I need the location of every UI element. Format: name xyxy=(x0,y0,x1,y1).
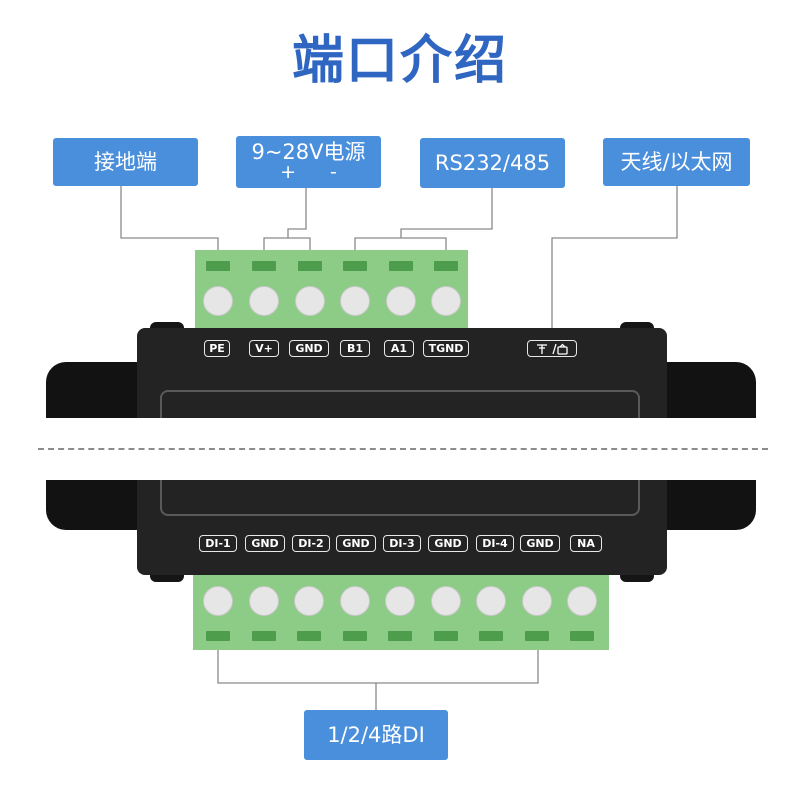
terminal-label-di-1: DI-1 xyxy=(199,535,237,552)
screw-hole xyxy=(385,586,415,616)
antenna-ethernet-icon xyxy=(537,343,568,355)
screw-hole xyxy=(249,586,279,616)
antenna-callout-label: 天线/以太网 xyxy=(620,149,733,174)
screw-hole xyxy=(294,586,324,616)
di-callout: 1/2/4路DI xyxy=(304,710,448,760)
top-terminal-block xyxy=(195,250,468,330)
screw-hole xyxy=(340,286,370,316)
terminal-label-gnd: GND xyxy=(245,535,285,552)
screw-hole xyxy=(203,286,233,316)
terminal-label-gnd: GND xyxy=(289,340,329,357)
power-callout-label: 9~28V电源 xyxy=(251,140,366,164)
terminal-label-gnd: GND xyxy=(428,535,468,552)
ground-callout-label: 接地端 xyxy=(94,149,157,174)
terminal-pin xyxy=(479,631,503,641)
terminal-pin xyxy=(206,631,230,641)
terminal-label-di-2: DI-2 xyxy=(292,535,330,552)
terminal-pin xyxy=(252,261,276,271)
screw-hole xyxy=(567,586,597,616)
screw-hole xyxy=(522,586,552,616)
antenna-ethernet-port-label xyxy=(527,340,577,357)
terminal-label-na: NA xyxy=(570,535,602,552)
terminal-label-a1: A1 xyxy=(384,340,414,357)
ground-callout: 接地端 xyxy=(53,138,198,186)
power-callout: 9~28V电源 + - xyxy=(236,136,381,188)
screw-hole xyxy=(295,286,325,316)
terminal-label-b1: B1 xyxy=(340,340,370,357)
terminal-pin xyxy=(206,261,230,271)
screw-hole xyxy=(249,286,279,316)
device-body-top xyxy=(137,328,667,418)
terminal-pin xyxy=(434,261,458,271)
terminal-label-pe: PE xyxy=(204,340,230,357)
terminal-pin xyxy=(297,631,321,641)
terminal-label-tgnd: TGND xyxy=(423,340,469,357)
terminal-pin xyxy=(389,261,413,271)
terminal-label-gnd: GND xyxy=(520,535,560,552)
terminal-pin xyxy=(570,631,594,641)
di-callout-label: 1/2/4路DI xyxy=(327,722,425,747)
display-window-top xyxy=(160,390,640,430)
terminal-pin xyxy=(525,631,549,641)
rs485-leader-line xyxy=(400,188,493,238)
rs485-callout-label: RS232/485 xyxy=(434,150,551,175)
terminal-pin xyxy=(252,631,276,641)
screw-hole xyxy=(431,286,461,316)
terminal-pin xyxy=(434,631,458,641)
terminal-pin xyxy=(388,631,412,641)
page-title: 端口介绍 xyxy=(291,31,508,91)
rs485-bracket xyxy=(354,237,447,258)
cutaway-dashed-line xyxy=(38,448,768,450)
terminal-label-v-plus: V+ xyxy=(249,340,279,357)
screw-hole xyxy=(386,286,416,316)
rs485-callout: RS232/485 xyxy=(420,138,565,188)
screw-hole xyxy=(340,586,370,616)
antenna-callout: 天线/以太网 xyxy=(603,138,750,186)
device-body-bottom xyxy=(137,480,667,575)
power-bracket xyxy=(263,237,311,258)
display-window-bottom xyxy=(160,480,640,516)
screw-hole xyxy=(203,586,233,616)
terminal-label-di-4: DI-4 xyxy=(476,535,514,552)
terminal-label-di-3: DI-3 xyxy=(383,535,421,552)
screw-hole xyxy=(431,586,461,616)
terminal-label-gnd: GND xyxy=(336,535,376,552)
di-bracket xyxy=(217,641,539,684)
terminal-pin xyxy=(343,631,367,641)
terminal-pin xyxy=(343,261,367,271)
power-leader-line xyxy=(287,188,307,238)
ground-leader-line xyxy=(120,186,219,258)
terminal-pin xyxy=(298,261,322,271)
power-polarity-label: + - xyxy=(280,161,351,184)
antenna-leader-line xyxy=(551,186,678,340)
screw-hole xyxy=(476,586,506,616)
